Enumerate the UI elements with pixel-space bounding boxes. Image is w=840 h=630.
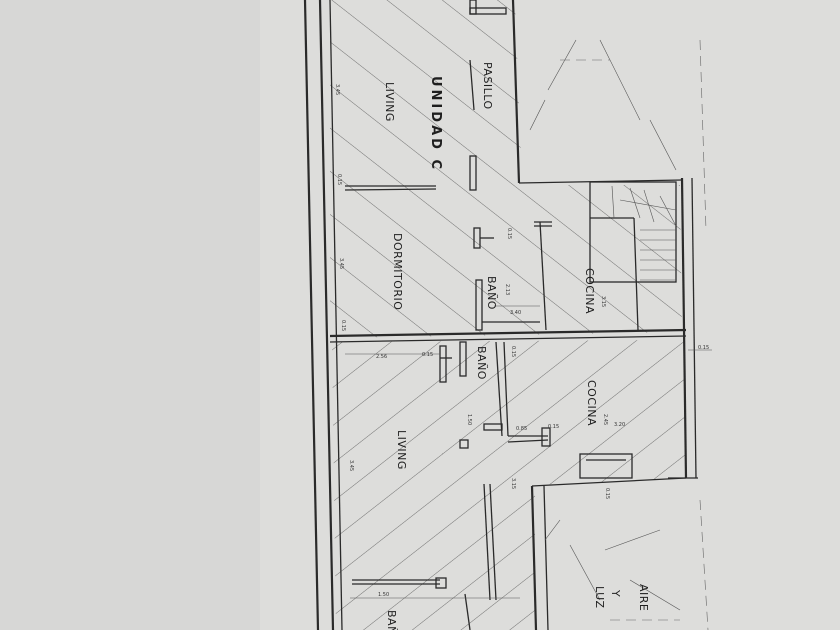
- dim-10: 3.40: [510, 310, 521, 316]
- room-labels: UNIDAD C LIVING PASILLO DORMITORIO BAÑO …: [383, 62, 650, 630]
- dimension-labels: 3.45 0.15 3.45 0.15 2.56 0.15 3.45 3.15 …: [334, 84, 709, 598]
- paper-shadow: [0, 0, 260, 630]
- label-bano-cut: BAÑ: [385, 610, 398, 630]
- label-living-lower: LIVING: [395, 430, 408, 470]
- dim-11: 0.15: [510, 346, 516, 357]
- dim-9: 0.15: [506, 228, 512, 239]
- label-cocina-lower: COCINA: [585, 380, 598, 426]
- interior-walls-lower: [352, 341, 633, 630]
- label-luz: LUZ: [593, 586, 606, 608]
- label-y: Y: [609, 589, 622, 597]
- label-living-upper: LIVING: [383, 82, 396, 122]
- dim-14: 1.50: [466, 414, 472, 425]
- label-bano-upper: BAÑO: [485, 276, 498, 310]
- dim-20: 3.20: [614, 422, 625, 428]
- dim-15: 3.15: [600, 296, 606, 307]
- dim-18: 0.15: [604, 488, 610, 499]
- dim-3: 0.15: [340, 320, 346, 331]
- label-cocina-upper: COCINA: [583, 268, 596, 314]
- courtyard-lines: [529, 39, 709, 630]
- dim-13: 0.15: [548, 424, 559, 430]
- dim-5: 0.15: [422, 352, 433, 358]
- label-bano-lower: BAÑO: [475, 346, 488, 380]
- label-dormitorio: DORMITORIO: [391, 233, 404, 310]
- dim-7: 3.15: [510, 478, 516, 489]
- dim-2: 3.45: [338, 258, 344, 269]
- unit-title: UNIDAD C: [428, 76, 443, 172]
- dim-19: 1.50: [378, 592, 389, 598]
- staircase: [611, 185, 677, 281]
- dim-4: 2.56: [376, 354, 387, 360]
- dim-1: 0.15: [336, 174, 342, 185]
- dim-12: 0.85: [516, 426, 527, 432]
- dim-6: 3.45: [348, 460, 354, 471]
- dim-8: 2.13: [504, 284, 510, 295]
- dimension-lines: [345, 305, 712, 599]
- label-aire: AIRE: [637, 584, 650, 611]
- dim-17: 2.45: [602, 414, 608, 425]
- interior-walls-upper: [344, 0, 677, 331]
- dim-0: 3.45: [334, 84, 340, 95]
- dim-16: 0.15: [698, 345, 709, 351]
- label-pasillo: PASILLO: [481, 62, 494, 110]
